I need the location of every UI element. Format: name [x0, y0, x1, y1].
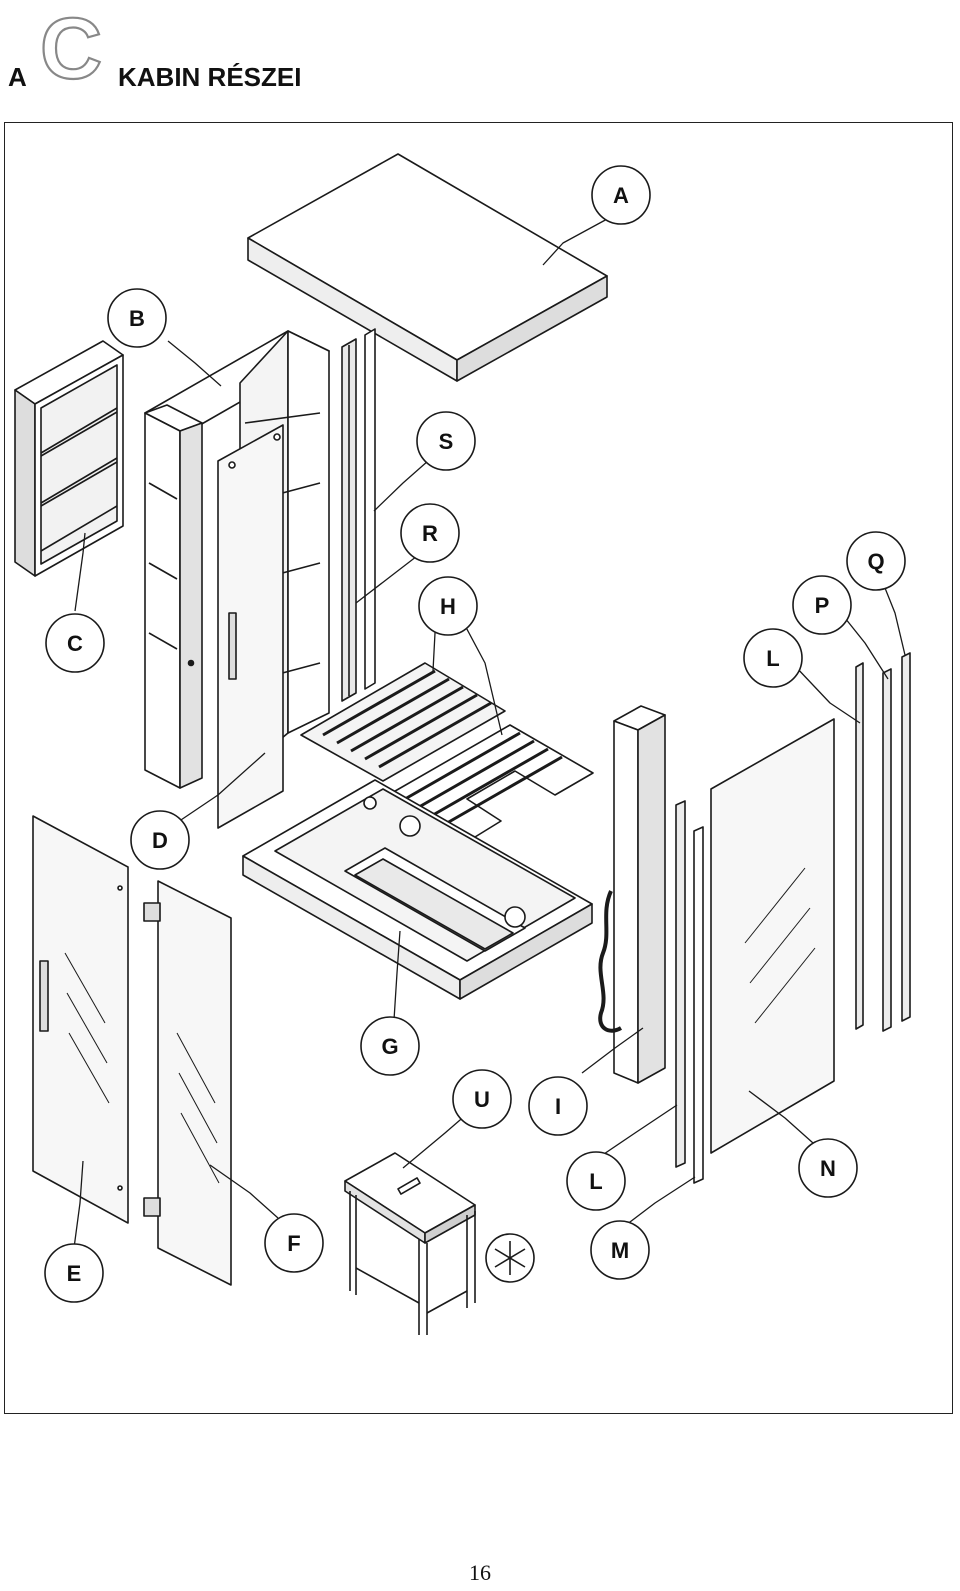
part-a-roof: [247, 153, 608, 382]
svg-text:N: N: [820, 1156, 836, 1181]
svg-text:L: L: [766, 646, 779, 671]
label-l-upper-bubble: L: [743, 628, 803, 688]
svg-text:S: S: [439, 429, 454, 454]
label-f-bubble: F: [264, 1213, 324, 1273]
svg-text:A: A: [613, 183, 629, 208]
part-g-shower-tray: [242, 779, 593, 1000]
label-bubbles: A B C D E F G H I L M N L P Q R S U: [44, 165, 906, 1303]
svg-text:P: P: [815, 593, 830, 618]
part-l-profile-lower: [675, 800, 686, 1168]
label-n-bubble: N: [798, 1138, 858, 1198]
part-i-shower-column: [598, 705, 666, 1084]
svg-text:G: G: [381, 1034, 398, 1059]
part-s-profile: [364, 328, 376, 690]
part-u-stool: [344, 1152, 476, 1335]
svg-text:L: L: [589, 1169, 602, 1194]
part-p-profile: [882, 668, 892, 1032]
part-q-profile: [901, 652, 911, 1022]
label-d-bubble: D: [130, 810, 190, 870]
svg-text:D: D: [152, 828, 168, 853]
part-e-door: [32, 815, 129, 1224]
label-c-bubble: C: [45, 613, 105, 673]
exploded-cabin-diagram: A B C D E F G H I L M N L P Q R S U: [14, 153, 911, 1335]
svg-text:C: C: [67, 631, 83, 656]
label-s-bubble: S: [416, 411, 476, 471]
svg-text:H: H: [440, 594, 456, 619]
svg-text:I: I: [555, 1094, 561, 1119]
label-p-bubble: P: [792, 575, 852, 635]
label-l-lower-bubble: L: [566, 1151, 626, 1211]
label-u-bubble: U: [452, 1069, 512, 1129]
label-h-bubble: H: [418, 576, 478, 636]
heading-letter-c-icon: C: [39, 8, 103, 90]
svg-text:U: U: [474, 1087, 490, 1112]
label-r-bubble: R: [400, 503, 460, 563]
svg-text:F: F: [287, 1231, 300, 1256]
leader-lines: [73, 217, 906, 1249]
heading-title: KABIN RÉSZEI: [118, 62, 302, 92]
diagram-frame: A B C D E F G H I L M N L P Q R S U: [4, 122, 953, 1414]
label-g-bubble: G: [360, 1016, 420, 1076]
part-l-profile-upper: [855, 662, 864, 1030]
part-d-rear-glass: [217, 424, 284, 829]
label-a-bubble: A: [591, 165, 651, 225]
label-i-bubble: I: [528, 1076, 588, 1136]
part-n-fixed-glass: [710, 718, 835, 1154]
label-b-bubble: B: [107, 288, 167, 348]
asterisk-stamp-icon: [485, 1233, 535, 1283]
heading-letter: C: [40, 8, 102, 90]
heading-prefix: A: [8, 62, 27, 92]
part-h-floor-grates: [300, 662, 594, 838]
part-c-shelf-unit: [14, 340, 124, 577]
svg-text:M: M: [611, 1238, 629, 1263]
svg-text:B: B: [129, 306, 145, 331]
part-r-profile: [341, 338, 357, 702]
svg-text:E: E: [67, 1261, 82, 1286]
part-f-door: [143, 880, 232, 1286]
part-m-profile: [693, 826, 704, 1184]
svg-text:R: R: [422, 521, 438, 546]
page-number: 16: [469, 1560, 491, 1585]
label-q-bubble: Q: [846, 531, 906, 591]
svg-text:Q: Q: [867, 549, 884, 574]
label-e-bubble: E: [44, 1243, 104, 1303]
label-m-bubble: M: [590, 1220, 650, 1280]
